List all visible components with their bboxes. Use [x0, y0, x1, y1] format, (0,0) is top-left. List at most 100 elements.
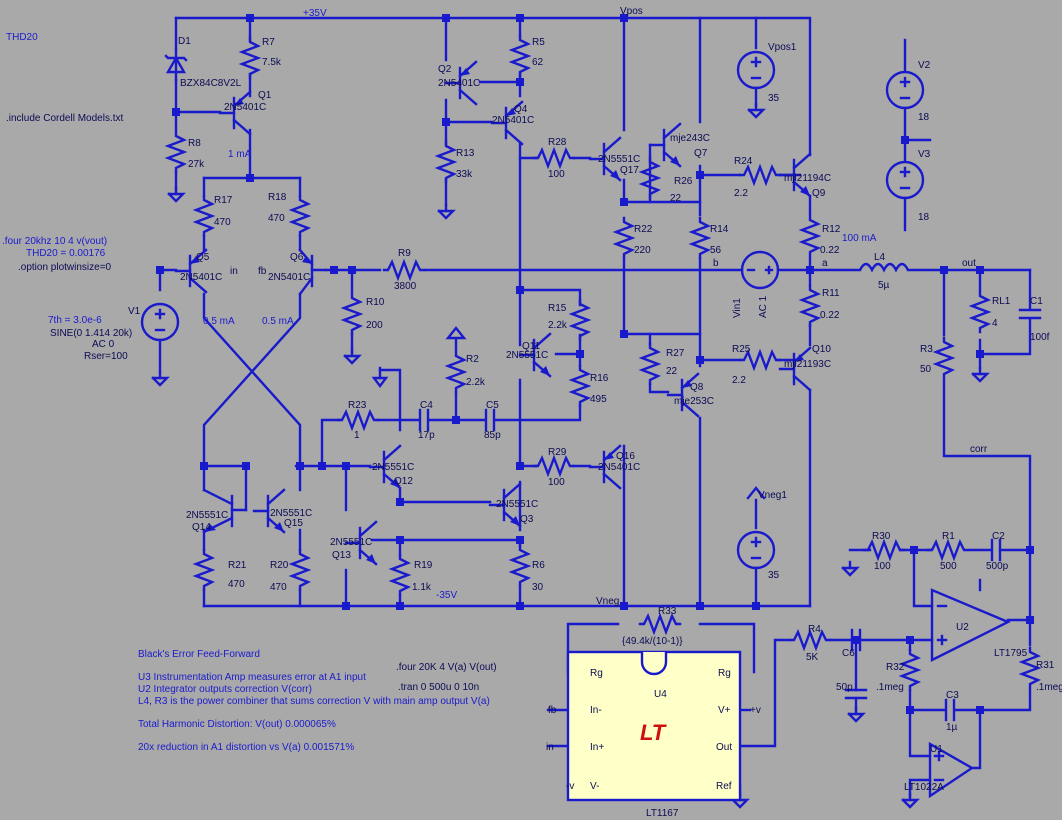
label-resistors-1-name: R8: [188, 138, 201, 149]
thd20-result: THD20 = 0.00176: [26, 248, 106, 259]
resistor-r19: [390, 553, 410, 597]
ground-icon: [371, 376, 389, 388]
label-resistors-5-name: R18: [268, 192, 287, 203]
label-resistors-28-name: R30: [872, 531, 891, 542]
v1-rser: Rser=100: [84, 351, 128, 362]
label-resistors-28-value: 100: [874, 561, 891, 572]
label-transistors-11-part: 2N5551C: [372, 462, 414, 473]
label-transistors-1-part: 2N5401C: [438, 78, 480, 89]
label-transistors-12-name: Q16: [616, 451, 635, 462]
label-resistors-22-value: 470: [228, 579, 245, 590]
label-resistors-11-value: 2.2: [734, 188, 748, 199]
label-resistors-31-name: R4: [808, 624, 821, 635]
resistor-r22: [614, 216, 634, 260]
label-transistors-4-part: 2N5401C: [268, 272, 310, 283]
resistor-r10: [342, 292, 362, 336]
resistor-rl1: [970, 290, 990, 334]
label-resistors-10-name: R26: [674, 176, 693, 187]
label-transistors-13-name: Q3: [520, 514, 534, 525]
resistor-r1: [926, 540, 970, 560]
current-q9: 100 mA: [842, 233, 877, 244]
label-resistors-17-value: 2.2k: [466, 377, 486, 388]
resistor-r17: [194, 194, 214, 238]
label-u4-pins-rg_r: Rg: [718, 668, 731, 679]
label-resistors-16-name: R16: [590, 373, 609, 384]
label-transistors-9-name: Q8: [690, 382, 704, 393]
voltage-source-v1: [140, 302, 180, 342]
label-resistors-31-value: 5K: [806, 652, 819, 663]
label-transistors-9-part: mje253C: [674, 396, 714, 407]
net-label-out: out: [962, 258, 976, 269]
vin1-name: Vin1: [732, 298, 743, 318]
label-resistors-9-value: 220: [634, 245, 651, 256]
label-resistors-20-value: 2.2: [732, 375, 746, 386]
label-resistors-21-name: R29: [548, 447, 567, 458]
label-resistors-33-value: .1meg: [1036, 682, 1062, 693]
label-resistors-12-name: R14: [710, 224, 729, 235]
ground-icon: [343, 348, 361, 365]
label-resistors-19-name: R27: [666, 348, 685, 359]
label-resistors-29-name: R1: [942, 531, 955, 542]
label-resistors-25-value: 30: [532, 582, 544, 593]
net-label-n35: -35V: [436, 590, 457, 601]
net-label-vpos: Vpos: [620, 6, 643, 17]
plotwin-directive: .option plotwinsize=0: [18, 262, 112, 273]
label-u4-pins-out: Out: [716, 742, 732, 753]
label-transistors-10-part: mjl21193C: [784, 359, 831, 370]
label-u4-pins-inp: In+: [590, 742, 604, 753]
label-resistors-26-value: 4: [992, 318, 998, 329]
net-label-in: in: [230, 266, 238, 277]
label-caps-3-value: 500p: [986, 561, 1009, 572]
label-caps-1-value: 85p: [484, 430, 501, 441]
opamp-u1: [928, 741, 975, 799]
net-label-p35: +35V: [303, 8, 327, 19]
label-resistors-9-name: R22: [634, 224, 653, 235]
label-resistors-0-value: 7.5k: [262, 57, 282, 68]
d1-part: BZX84C8V2L: [180, 78, 242, 89]
transistor-q1: [218, 90, 252, 136]
label-u4-pins-vm: V-: [590, 781, 599, 792]
zener-diode-d1: [164, 48, 188, 82]
label-transistors-2-part: 2N5401C: [492, 115, 534, 126]
label-u4-pin_nets-minusv: -v: [566, 781, 574, 792]
resistor-r29: [532, 456, 576, 476]
note-u2: U2 Integrator outputs correction V(corr): [138, 684, 312, 695]
resistor-r16: [570, 364, 590, 408]
label-transistors-7-part: mjl21194C: [784, 173, 831, 184]
resistor-r27: [640, 342, 660, 386]
voltage-source-vin1: [740, 250, 780, 290]
ground-icon: [901, 792, 919, 809]
label-resistors-2-value: 62: [532, 57, 544, 68]
labels: THD20 .include Cordell Models.txt +35V -…: [2, 6, 1062, 819]
label-resistors-16-value: 495: [590, 394, 607, 405]
label-caps-4-name: C6: [842, 648, 855, 659]
transistor-q7: [648, 122, 682, 168]
label-caps-5-value: 1µ: [946, 722, 958, 733]
resistor-r2: [446, 350, 466, 394]
label-resistors-7-name: R10: [366, 297, 385, 308]
label-resistors-5-value: 470: [268, 213, 285, 224]
vneg1-name: Vneg1: [758, 490, 787, 501]
label-resistors-25-name: R6: [532, 560, 545, 571]
v2-name: V2: [918, 60, 931, 71]
four-directive-top: .four 20khz 10 4 v(vout): [2, 236, 107, 247]
label-resistors-11-name: R24: [734, 156, 753, 167]
include-directive: .include Cordell Models.txt: [6, 113, 123, 124]
label-resistors-24-value: 1.1k: [412, 582, 432, 593]
label-transistors-3-name: Q5: [196, 252, 210, 263]
voltage-source-v2: [885, 70, 925, 110]
label-resistors-32-value: .1meg: [876, 682, 904, 693]
label-resistors-19-value: 22: [666, 366, 678, 377]
label-resistors-23-name: R20: [270, 560, 289, 571]
label-transistors-13-part: 2N5551C: [496, 499, 538, 510]
junctions: [156, 14, 1034, 714]
current-q1: 1 mA: [228, 149, 252, 160]
resistor-r14: [690, 216, 710, 260]
label-u1-name: U1: [930, 744, 943, 755]
resistor-r3: [934, 336, 954, 380]
label-transistors-11-name: Q12: [394, 476, 413, 487]
capacitor-c2: [990, 538, 1002, 562]
label-resistors-0-name: R7: [262, 37, 275, 48]
label-resistors-13-name: R12: [822, 224, 841, 235]
